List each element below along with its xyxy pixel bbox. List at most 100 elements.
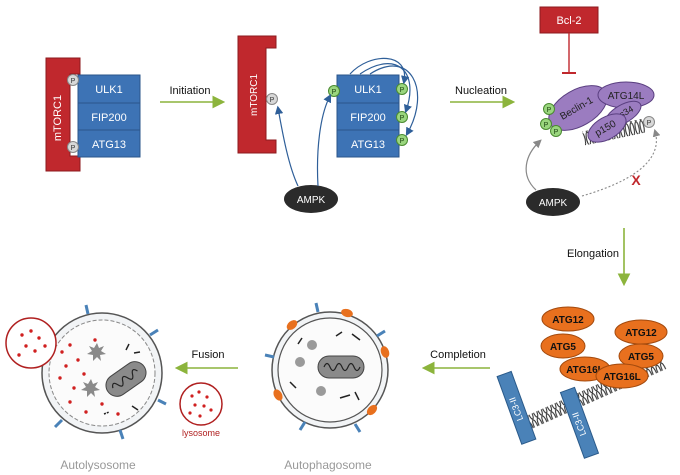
- atg13-label-2: ATG13: [351, 139, 385, 151]
- mtorc1-bracket: [45, 57, 81, 172]
- lysosome-enzyme: [202, 404, 206, 408]
- atg16l-label-1: ATG16L: [566, 365, 604, 376]
- lysosome-enzyme: [193, 403, 197, 407]
- fused-lysosome: [5, 317, 57, 369]
- elongation-complex: LC3-II LC3-II ATG12 ATG5 ATG16L ATG12 AT…: [496, 306, 668, 459]
- fiber: [289, 381, 297, 389]
- enzyme: [82, 372, 86, 376]
- phospho-green-5: [543, 103, 555, 115]
- mtorc1-released: mTORC1 P: [237, 35, 278, 154]
- atg5-label-1: ATG5: [550, 342, 576, 353]
- fusion-label: Fusion: [191, 349, 224, 361]
- ulk1-label-2: ULK1: [354, 84, 382, 96]
- fiber: [131, 405, 139, 411]
- phospho-green-3: [396, 111, 408, 123]
- phospho-gray-4: [643, 116, 655, 128]
- fip200-label-2: FIP200: [350, 112, 385, 124]
- atg5-oval-1: [540, 333, 586, 359]
- phospho-label: P: [400, 115, 405, 122]
- phospho-green-4: [396, 134, 408, 146]
- fiber: [354, 391, 360, 401]
- enzyme: [93, 338, 97, 342]
- phospho-label: P: [71, 78, 76, 85]
- lc3-tick: [353, 423, 362, 433]
- enzyme: [20, 333, 24, 337]
- surface-protein: [380, 346, 390, 358]
- vesicle: [316, 386, 326, 396]
- phospho-label: P: [71, 145, 76, 152]
- enzyme: [84, 410, 88, 414]
- nucleation-label: Nucleation: [455, 85, 507, 97]
- ampk-arrow-vps34-blocked: [581, 128, 661, 197]
- lysosome-enzyme: [197, 390, 201, 394]
- fiber: [339, 394, 351, 399]
- phospho-gray-3: [266, 93, 278, 105]
- lc3-tick: [264, 353, 275, 359]
- lc3-tick: [376, 329, 386, 338]
- enzyme: [43, 344, 47, 348]
- atg13-box-2: [336, 129, 400, 158]
- atg12-oval-1: [541, 306, 595, 332]
- ampk-arrow-mtorc1: [274, 105, 299, 187]
- lc3-bar-2: [559, 386, 600, 459]
- enzyme: [68, 400, 72, 404]
- enzyme: [68, 343, 72, 347]
- autophos-arrow-3: [369, 65, 419, 137]
- ulk1-box: [77, 74, 141, 104]
- blocked-mark: X: [631, 172, 641, 188]
- fip200-box: [77, 102, 141, 131]
- atg5-label-2: ATG5: [628, 352, 654, 363]
- mitochondrion-cristae: [323, 362, 361, 372]
- lysosome-enzyme: [188, 411, 192, 415]
- bcl2-label: Bcl-2: [556, 15, 581, 27]
- phospho-label: P: [400, 87, 405, 94]
- degrading-vesicle: [87, 343, 106, 361]
- atg13-label: ATG13: [92, 139, 126, 151]
- atg13-box: [77, 129, 141, 158]
- fiber: [125, 343, 130, 351]
- lc3-tick: [314, 302, 320, 313]
- ampk-label-2: AMPK: [539, 198, 568, 209]
- surface-protein: [366, 404, 378, 416]
- enzyme: [33, 349, 37, 353]
- completion-label: Completion: [430, 349, 486, 361]
- p150-ellipse: [587, 113, 627, 143]
- lysosome-enzyme: [190, 394, 194, 398]
- degrading-vesicle: [81, 379, 100, 397]
- ampk-arrow-ulk: [316, 93, 332, 187]
- ampk-label: AMPK: [297, 195, 326, 206]
- vesicle: [295, 357, 305, 367]
- mitochondrion: [317, 355, 365, 379]
- phospho-label: P: [554, 129, 559, 136]
- phospho-label: P: [270, 97, 275, 104]
- lysosome-enzyme: [198, 414, 202, 418]
- enzyme: [17, 353, 21, 357]
- lysosome-enzyme: [209, 408, 213, 412]
- mitochondrion-cristae: [112, 368, 138, 389]
- lc3-tick: [149, 328, 159, 337]
- surface-protein: [273, 389, 283, 401]
- bcl2-box: [539, 6, 599, 34]
- fiber: [351, 333, 361, 341]
- lysosome-label: lysosome: [182, 428, 220, 438]
- enzyme: [24, 344, 28, 348]
- mtorc1-label-free: mTORC1: [249, 74, 260, 116]
- ulk-complex-phosphorylated: ULK1 FIP200 ATG13 P P P P: [328, 57, 419, 158]
- enzyme: [100, 402, 104, 406]
- phospho-label: P: [332, 89, 337, 96]
- lysosome-membrane: [179, 382, 223, 426]
- autolysosome-label: Autolysosome: [60, 458, 136, 472]
- mtorc1-ulk-complex: mTORC1 ULK1 FIP200 ATG13 P P: [45, 57, 141, 172]
- lc3-bar-1: [496, 370, 537, 445]
- enzyme: [116, 412, 120, 416]
- fiber: [133, 351, 141, 354]
- ampk-node-2: AMPK X: [525, 128, 661, 216]
- lc3-tick: [298, 421, 307, 431]
- ampk-oval: [284, 185, 338, 213]
- phospho-green-6: [540, 118, 552, 130]
- atg12-label-2: ATG12: [625, 328, 657, 339]
- atg16l-label-2: ATG16L: [603, 372, 641, 383]
- autophos-arrow-1: [349, 57, 410, 85]
- ampk-node-1: AMPK: [274, 93, 338, 213]
